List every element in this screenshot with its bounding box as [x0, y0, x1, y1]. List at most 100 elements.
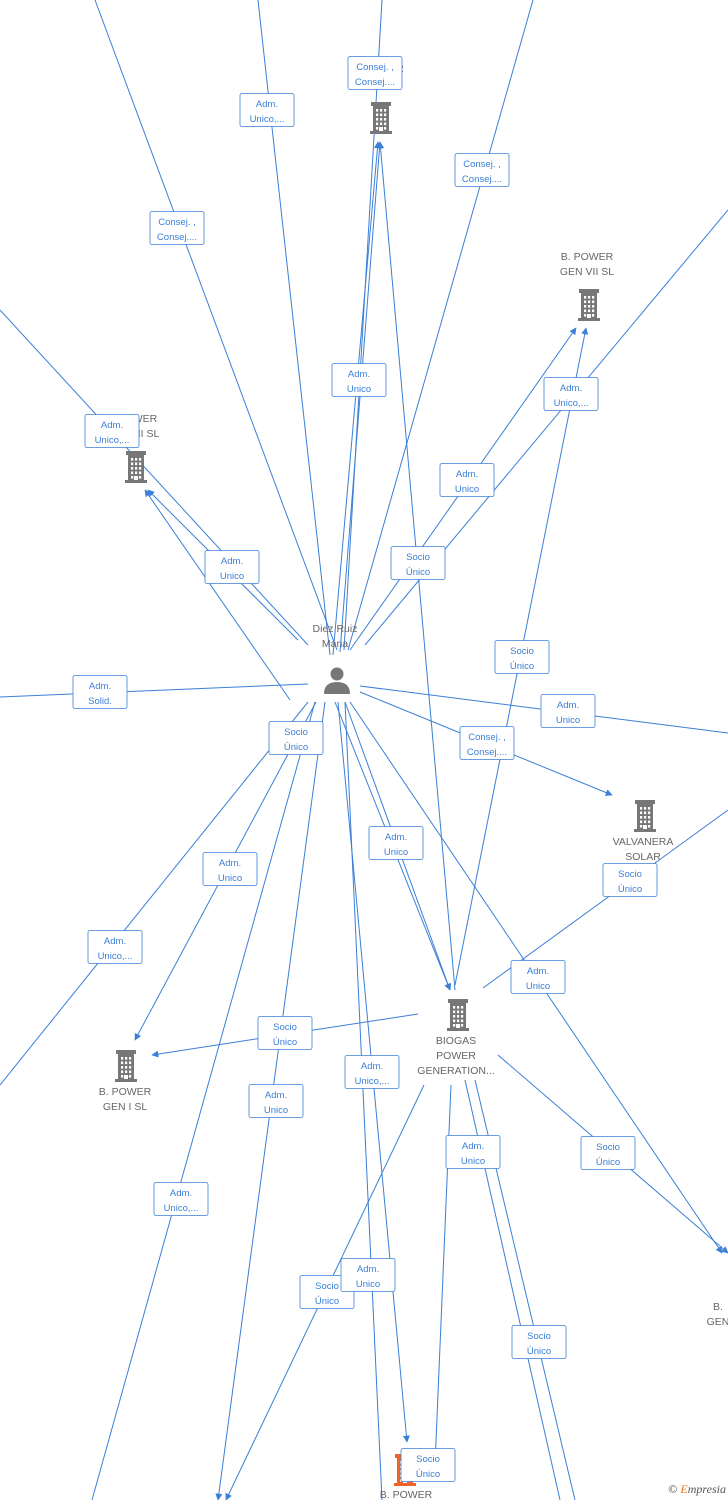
edge-role-label[interactable]: Consej. ,Consej.... [459, 726, 515, 760]
edge-role-label[interactable]: Adm.Unico,... [84, 414, 140, 448]
node-label: B. POWER [561, 251, 614, 263]
node-label: B. [713, 1301, 723, 1313]
edge-role-text: Socio [273, 1022, 297, 1033]
company-node[interactable]: B.GEN [707, 1260, 728, 1328]
edge-role-text: Socio [416, 1454, 440, 1465]
building-icon [125, 451, 147, 483]
edge-role-text: Adm. [219, 858, 241, 869]
edge-role-label[interactable]: Adm. Unico [445, 1135, 501, 1169]
node-label: BIOGAS [436, 1035, 476, 1047]
edge-role-text: Unico [220, 571, 244, 582]
edge-role-text: Socio [284, 727, 308, 738]
edge-role-text: Unico [384, 847, 408, 858]
edge-role-text: Adm. [462, 1141, 484, 1152]
edge-role-label[interactable]: Adm. Unico,... [153, 1182, 209, 1216]
edge-role-label[interactable]: Adm. Unico [439, 463, 495, 497]
relation-edge [91, 701, 316, 1500]
edge-role-text: Unico [461, 1156, 485, 1167]
edge-role-label[interactable]: Adm.Unico,... [87, 930, 143, 964]
edge-role-label[interactable]: Adm.Solid. [72, 675, 128, 709]
company-node[interactable]: BIOGASPOWERGENERATION... [417, 999, 495, 1077]
edge-role-label[interactable]: Adm. Unico [510, 960, 566, 994]
edge-role-label[interactable]: Adm.Unico [368, 826, 424, 860]
edge-role-text: Único [315, 1296, 339, 1307]
edge-role-text: Adm. [456, 469, 478, 480]
edge-role-text: Adm. [361, 1061, 383, 1072]
edge-role-text: Consej. , [158, 217, 196, 228]
edge-role-text: Unico,... [250, 114, 285, 125]
node-label: VALVANERA [613, 836, 674, 848]
edge-role-text: Adm. [101, 420, 123, 431]
edge-role-label[interactable]: Consej. ,Consej.... [454, 153, 510, 187]
edge-role-text: Consej.... [462, 174, 502, 185]
node-label: POWER [436, 1050, 476, 1062]
edge-role-label[interactable]: Adm.Unico,... [239, 93, 295, 127]
edge-role-label[interactable]: Adm. Unico [204, 550, 260, 584]
edge-role-text: Adm. [527, 966, 549, 977]
building-icon [115, 1050, 137, 1082]
copyright-symbol: © [668, 1482, 678, 1496]
relation-edge [347, 0, 534, 651]
edge-role-label[interactable]: Adm.Unico [248, 1084, 304, 1118]
edge-role-label[interactable]: Adm.Unico [340, 1258, 396, 1292]
edge-role-label[interactable]: Adm.Unico,... [543, 377, 599, 411]
edge-role-text: Consej.... [355, 77, 395, 88]
relation-edge [0, 701, 309, 1086]
edge-role-text: Adm. [170, 1188, 192, 1199]
edge-role-text: Adm. [357, 1264, 379, 1275]
node-label: Maria [322, 638, 348, 650]
edge-role-text: Socio [618, 869, 642, 880]
edge-role-text: Adm. [265, 1090, 287, 1101]
relation-edge [482, 809, 728, 989]
relation-edge [94, 0, 338, 651]
edge-role-text: Único [416, 1469, 440, 1480]
node-label: GEN I SL [103, 1101, 148, 1113]
edge-role-text: Unico [455, 484, 479, 495]
person-icon [324, 667, 350, 694]
node-label: SOLAR [625, 851, 661, 863]
edge-role-text: Unico,... [164, 1203, 199, 1214]
edge-role-text: Adm. [104, 936, 126, 947]
edge-role-label[interactable]: Adm.Unico [540, 694, 596, 728]
brand-name: mpresia [687, 1482, 726, 1496]
edge-role-text: Único [510, 661, 534, 672]
edge-role-text: Único [618, 884, 642, 895]
edge-role-text: Socio [596, 1142, 620, 1153]
edge-role-text: Adm. [560, 383, 582, 394]
building-icon [634, 800, 656, 832]
node-label: GEN VII SL [560, 266, 614, 278]
edge-role-label[interactable]: Consej. ,Consej.... [347, 56, 403, 90]
edge-role-text: Adm. [89, 681, 111, 692]
edge-role-label[interactable]: Adm.Unico,... [344, 1055, 400, 1089]
relation-edge [332, 141, 381, 656]
edge-role-text: Único [406, 567, 430, 578]
edge-role-text: Adm. [557, 700, 579, 711]
relation-edge [344, 701, 383, 1500]
edge-labels: Consej. ,Consej....Adm.Unico,...Consej. … [72, 56, 658, 1482]
edge-role-text: Adm. [221, 556, 243, 567]
edge-role-text: Único [273, 1037, 297, 1048]
edge-role-label[interactable]: Adm.Unico [331, 363, 387, 397]
edge-role-text: Unico [526, 981, 550, 992]
edge-role-text: Único [527, 1346, 551, 1357]
edge-role-text: Socio [315, 1281, 339, 1292]
relation-edge [0, 683, 309, 698]
copyright-footer: © Empresia [668, 1482, 726, 1497]
edge-role-label[interactable]: Consej. ,Consej.... [149, 211, 205, 245]
building-icon [370, 102, 392, 134]
company-node[interactable]: B. POWER GEN VII SL [560, 251, 614, 321]
edge-role-label[interactable]: Adm.Unico [202, 852, 258, 886]
node-label: B. POWER [380, 1489, 433, 1500]
